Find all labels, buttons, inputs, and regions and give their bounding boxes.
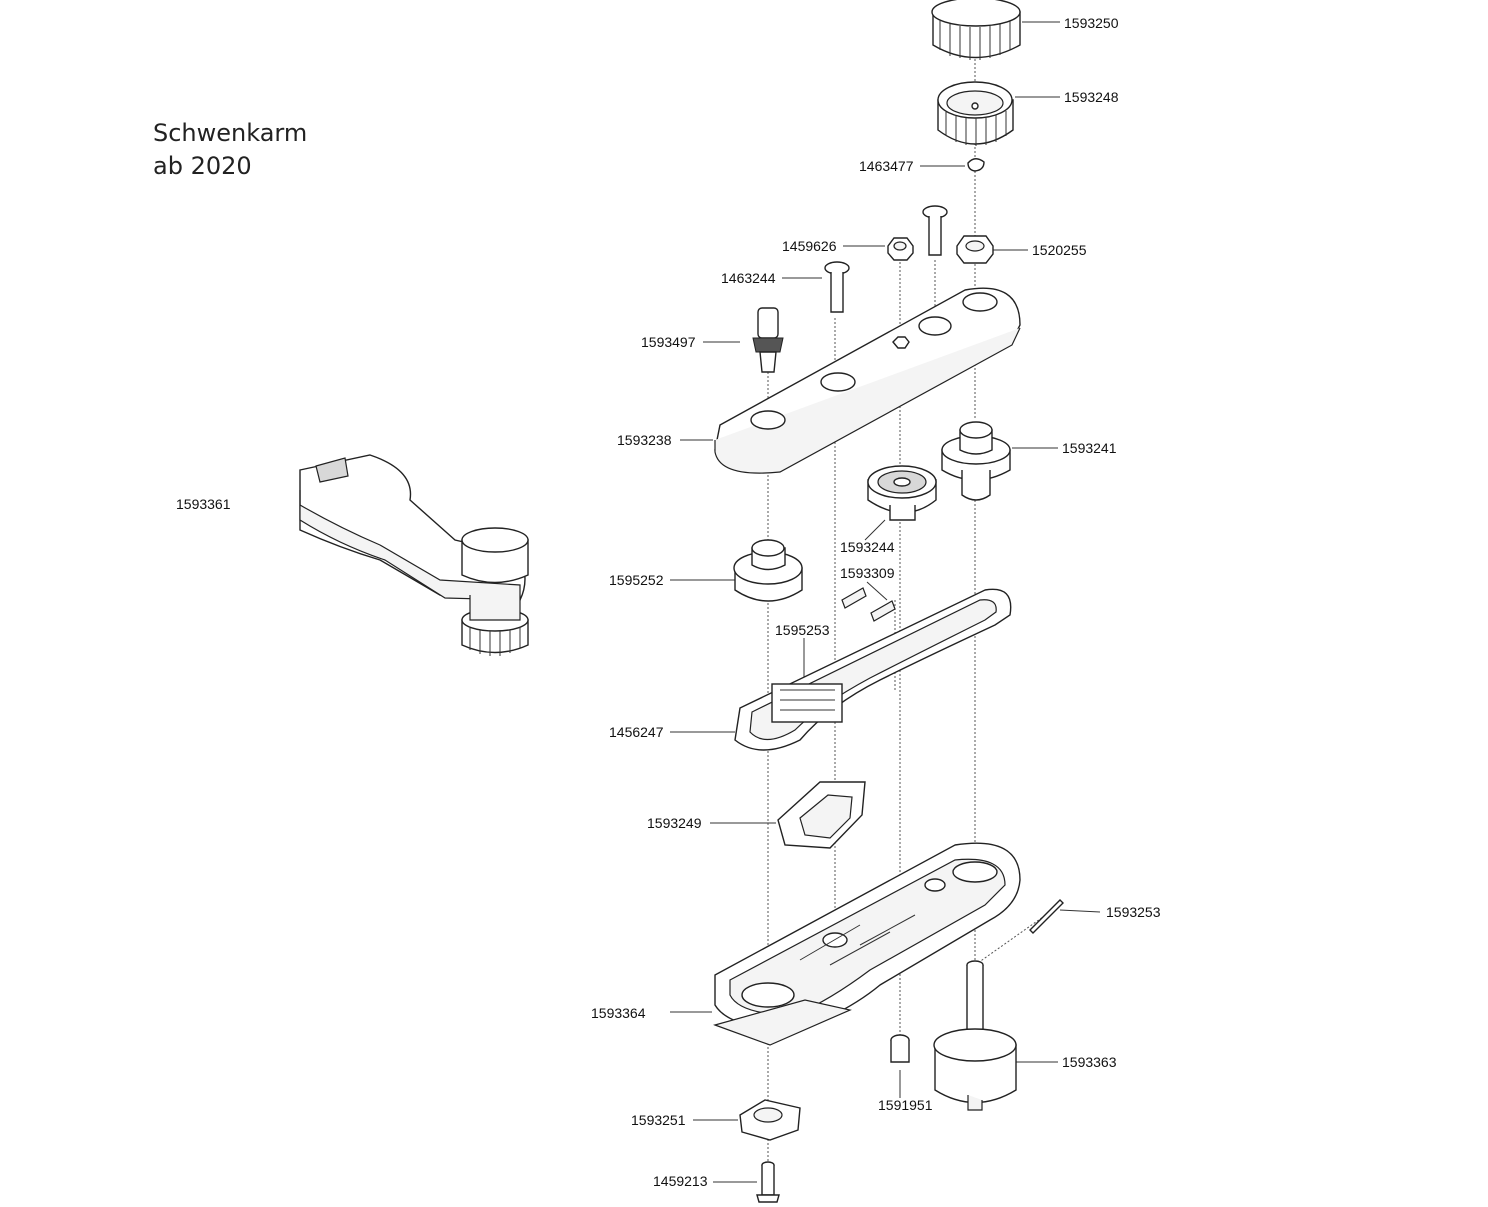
part-label: 1595252 — [609, 572, 664, 588]
part-screw-a — [922, 205, 948, 256]
title-line-2: ab 2020 — [153, 152, 252, 180]
part-screw-b — [824, 261, 850, 313]
part-clip — [967, 158, 985, 172]
part-nut-large — [956, 235, 994, 264]
part-gear-left — [733, 539, 803, 602]
part-ring — [937, 81, 1014, 146]
part-label: 1593238 — [617, 432, 672, 448]
part-frame — [734, 588, 1012, 751]
part-label: 1463477 — [859, 158, 914, 174]
part-label: 1593497 — [641, 334, 696, 350]
part-washer — [739, 1099, 801, 1141]
part-disc — [867, 465, 937, 521]
part-label: 1593364 — [591, 1005, 646, 1021]
part-label: 1593244 — [840, 539, 895, 555]
part-label: 1456247 — [609, 724, 664, 740]
part-shaft — [933, 960, 1017, 1111]
part-gear-right — [941, 421, 1011, 501]
part-label: 1520255 — [1032, 242, 1087, 258]
part-knob — [931, 0, 1021, 60]
part-label: 1593248 — [1064, 89, 1119, 105]
part-label: 1593363 — [1062, 1054, 1117, 1070]
part-assembled-arm — [299, 454, 529, 656]
part-label: 1595253 — [775, 622, 830, 638]
part-housing — [713, 842, 1021, 1046]
axis-pin-side — [974, 911, 1051, 966]
part-label: 1593253 — [1106, 904, 1161, 920]
part-label: 1593309 — [840, 565, 895, 581]
part-label: 1593251 — [631, 1112, 686, 1128]
leader-lines — [670, 21, 1101, 1183]
part-label: 1593361 — [176, 496, 231, 512]
part-top-cover — [714, 287, 1021, 474]
part-small-pin — [1029, 899, 1064, 934]
part-label: 1593250 — [1064, 15, 1119, 31]
part-label: 1459626 — [782, 238, 837, 254]
part-bolt-small — [890, 1034, 910, 1063]
part-label: 1593249 — [647, 815, 702, 831]
part-label: 1593241 — [1062, 440, 1117, 456]
part-label: 1591951 — [878, 1097, 933, 1113]
title-line-1: Schwenkarm — [153, 119, 308, 147]
part-plate — [777, 781, 866, 849]
part-springs — [841, 587, 896, 622]
part-label: 1463244 — [721, 270, 776, 286]
part-nut-small — [887, 237, 914, 261]
part-bolt-bottom — [756, 1161, 780, 1203]
part-pin — [752, 307, 784, 373]
part-label: 1459213 — [653, 1173, 708, 1189]
